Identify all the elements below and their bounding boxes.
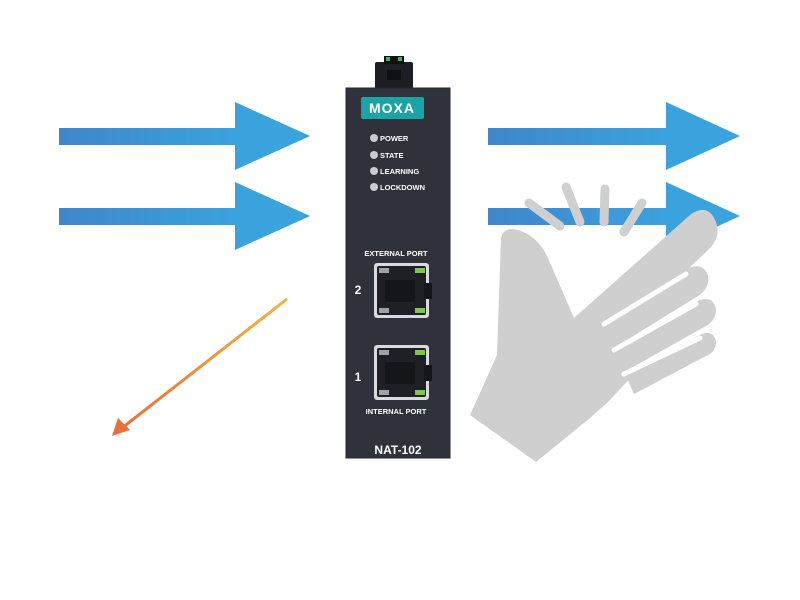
brand-label: MOXA [369,100,415,116]
led-label-lockdown: LOCKDOWN [380,183,425,192]
led-label-learning: LEARNING [380,167,419,176]
external-port-number: 2 [355,283,362,297]
led-label-state: STATE [380,151,403,160]
outgoing-arrow-top [488,102,740,170]
hand-stop-icon [470,182,718,462]
led-power: POWER [370,134,409,143]
internal-ethernet-port[interactable] [374,345,432,400]
external-port-title: EXTERNAL PORT [364,249,428,258]
internal-port-number: 1 [355,370,362,384]
external-ethernet-port[interactable] [374,263,432,318]
led-label-power: POWER [380,134,409,143]
model-label: NAT-102 [374,443,421,457]
blocked-arrow [59,297,288,436]
brand-logo: MOXA [361,97,424,119]
led-state: STATE [370,151,403,160]
nat-device: MOXA POWER STATE LEARNING LOCKDOWN EXTER… [345,56,451,459]
led-learning: LEARNING [370,167,419,176]
led-lockdown: LOCKDOWN [370,183,425,192]
internal-port-title: INTERNAL PORT [366,407,427,416]
incoming-arrow-top [59,102,310,170]
incoming-arrow-middle [59,182,310,250]
